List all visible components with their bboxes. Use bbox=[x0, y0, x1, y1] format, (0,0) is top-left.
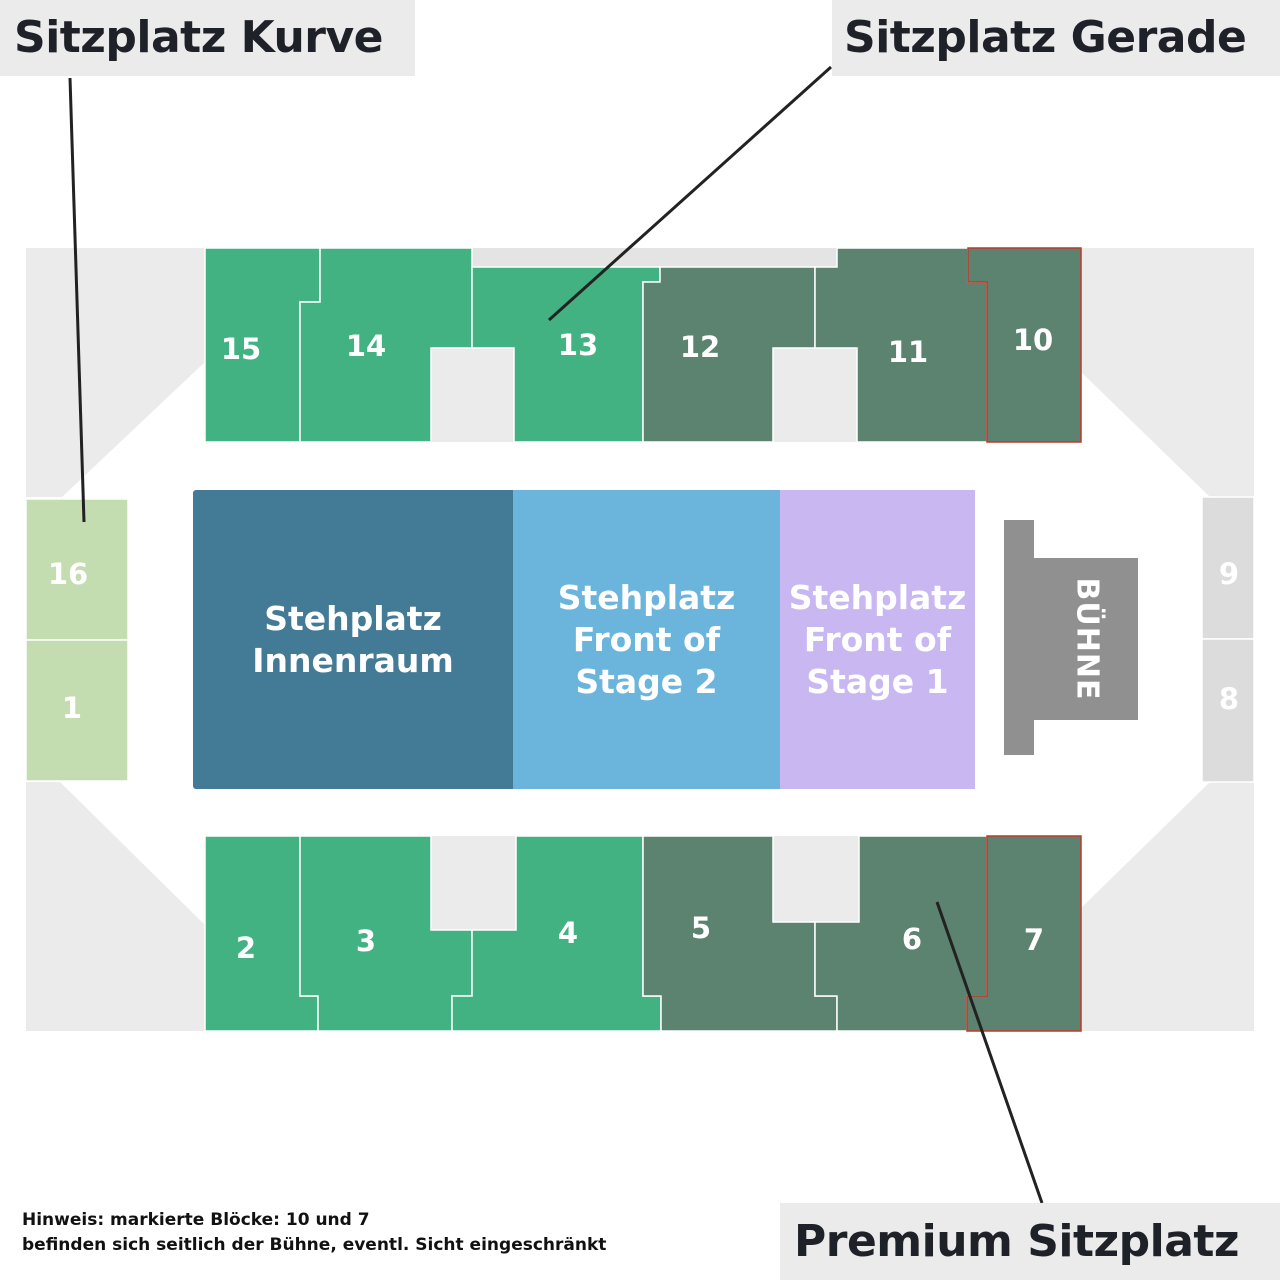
block-16-label: 16 bbox=[47, 557, 89, 591]
block-9-label: 9 bbox=[1218, 557, 1240, 591]
kurve-pointer-line bbox=[68, 77, 86, 523]
footnote-line-1: Hinweis: markierte Blöcke: 10 und 7 bbox=[22, 1210, 370, 1230]
gerade-pointer-line bbox=[547, 65, 833, 322]
block-5-label: 5 bbox=[690, 911, 712, 945]
premium-pointer-line bbox=[935, 901, 1044, 1204]
block-14-label: 14 bbox=[345, 329, 387, 363]
legend-sitzplatz-gerade: Sitzplatz Gerade bbox=[832, 0, 1280, 76]
top-gap-strip bbox=[449, 248, 837, 267]
footnote-line-2: befinden sich seitlich der Bühne, eventl… bbox=[22, 1235, 607, 1255]
block-15-label: 15 bbox=[220, 332, 262, 366]
footnote: Hinweis: markierte Blöcke: 10 und 7 befi… bbox=[22, 1208, 606, 1258]
zone-stehplatz-innenraum[interactable]: Stehplatz Innenraum bbox=[193, 490, 513, 789]
legend-premium-sitzplatz: Premium Sitzplatz bbox=[780, 1203, 1280, 1280]
zone-front-of-stage-2[interactable]: Stehplatz Front of Stage 2 bbox=[513, 490, 780, 789]
block-8-label: 8 bbox=[1218, 682, 1240, 716]
block-10[interactable] bbox=[967, 247, 1082, 443]
block-7-label: 7 bbox=[1023, 923, 1045, 957]
legend-sitzplatz-kurve-text: Sitzplatz Kurve bbox=[14, 12, 384, 63]
block-3-label: 3 bbox=[355, 924, 377, 958]
block-8[interactable] bbox=[1201, 638, 1255, 783]
block-6-label: 6 bbox=[901, 922, 923, 956]
zone-innenraum-label: Stehplatz Innenraum bbox=[252, 598, 454, 680]
block-9[interactable] bbox=[1201, 496, 1255, 640]
block-11-label: 11 bbox=[887, 335, 929, 369]
block-13-label: 13 bbox=[557, 328, 599, 362]
zone-front-stage-1-label: Stehplatz Front of Stage 1 bbox=[788, 577, 967, 701]
zone-front-of-stage-1[interactable]: Stehplatz Front of Stage 1 bbox=[780, 490, 975, 789]
legend-sitzplatz-gerade-text: Sitzplatz Gerade bbox=[844, 12, 1247, 63]
block-7[interactable] bbox=[966, 835, 1082, 1032]
legend-sitzplatz-kurve: Sitzplatz Kurve bbox=[0, 0, 415, 76]
block-16[interactable] bbox=[25, 498, 129, 641]
block-1-label: 1 bbox=[61, 691, 83, 725]
block-12-label: 12 bbox=[679, 330, 721, 364]
legend-premium-sitzplatz-text: Premium Sitzplatz bbox=[794, 1215, 1240, 1267]
zone-front-stage-2-label: Stehplatz Front of Stage 2 bbox=[557, 577, 736, 701]
block-10-label: 10 bbox=[1012, 323, 1054, 357]
buehne-stage bbox=[1004, 520, 1138, 755]
block-2-label: 2 bbox=[235, 931, 257, 965]
block-4-label: 4 bbox=[557, 916, 579, 950]
block-1[interactable] bbox=[25, 639, 129, 782]
